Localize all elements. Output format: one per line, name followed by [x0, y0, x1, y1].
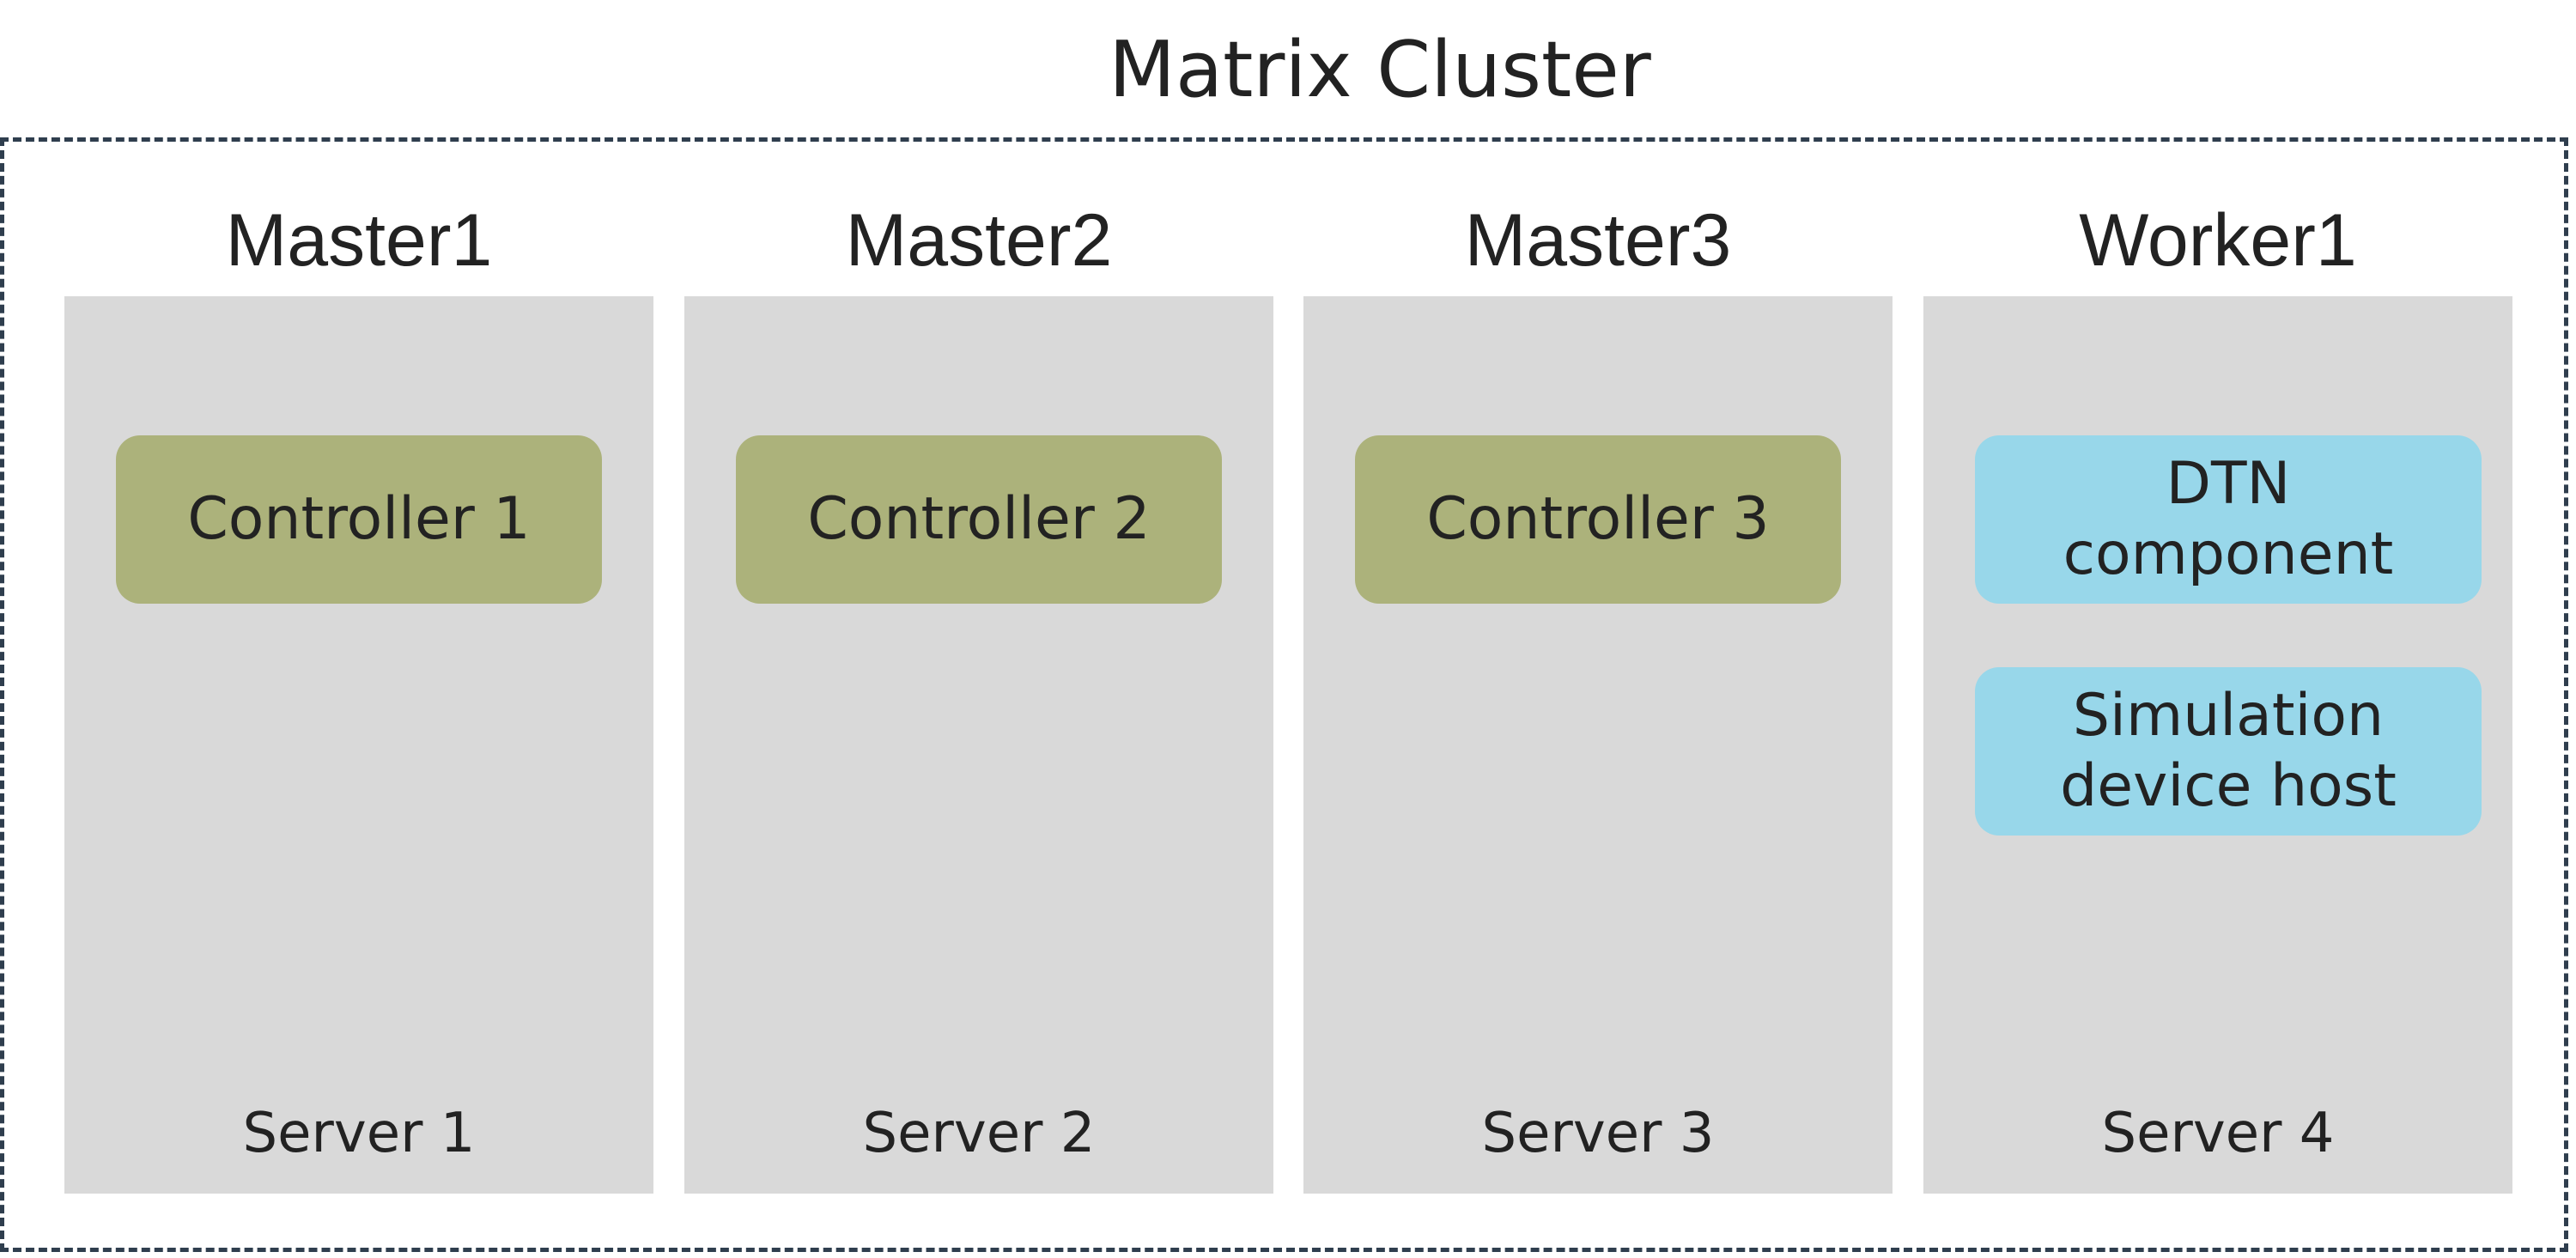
- server-label-3: Server 3: [1481, 1102, 1715, 1165]
- server-label-4: Server 4: [2101, 1102, 2335, 1165]
- cluster-title: Matrix Cluster: [1109, 25, 1651, 115]
- server-label-1: Server 1: [242, 1102, 476, 1165]
- node-label-master3: Master3: [1464, 199, 1732, 282]
- controller-3-box: Controller 3: [1355, 435, 1841, 604]
- node-label-master2: Master2: [845, 199, 1113, 282]
- node-label-worker1: Worker1: [2079, 199, 2357, 282]
- simulation-device-host-box: Simulation device host: [1975, 667, 2482, 836]
- server-panel-3: Controller 3 Server 3: [1303, 296, 1893, 1194]
- dtn-component-box: DTN component: [1975, 435, 2482, 604]
- server-label-2: Server 2: [862, 1102, 1096, 1165]
- controller-1-box: Controller 1: [116, 435, 602, 604]
- server-panel-4: DTN component Simulation device host Ser…: [1923, 296, 2512, 1194]
- cluster-boundary: [0, 137, 2568, 1252]
- controller-2-box: Controller 2: [736, 435, 1222, 604]
- node-label-master1: Master1: [225, 199, 493, 282]
- server-panel-2: Controller 2 Server 2: [684, 296, 1273, 1194]
- server-panel-1: Controller 1 Server 1: [64, 296, 653, 1194]
